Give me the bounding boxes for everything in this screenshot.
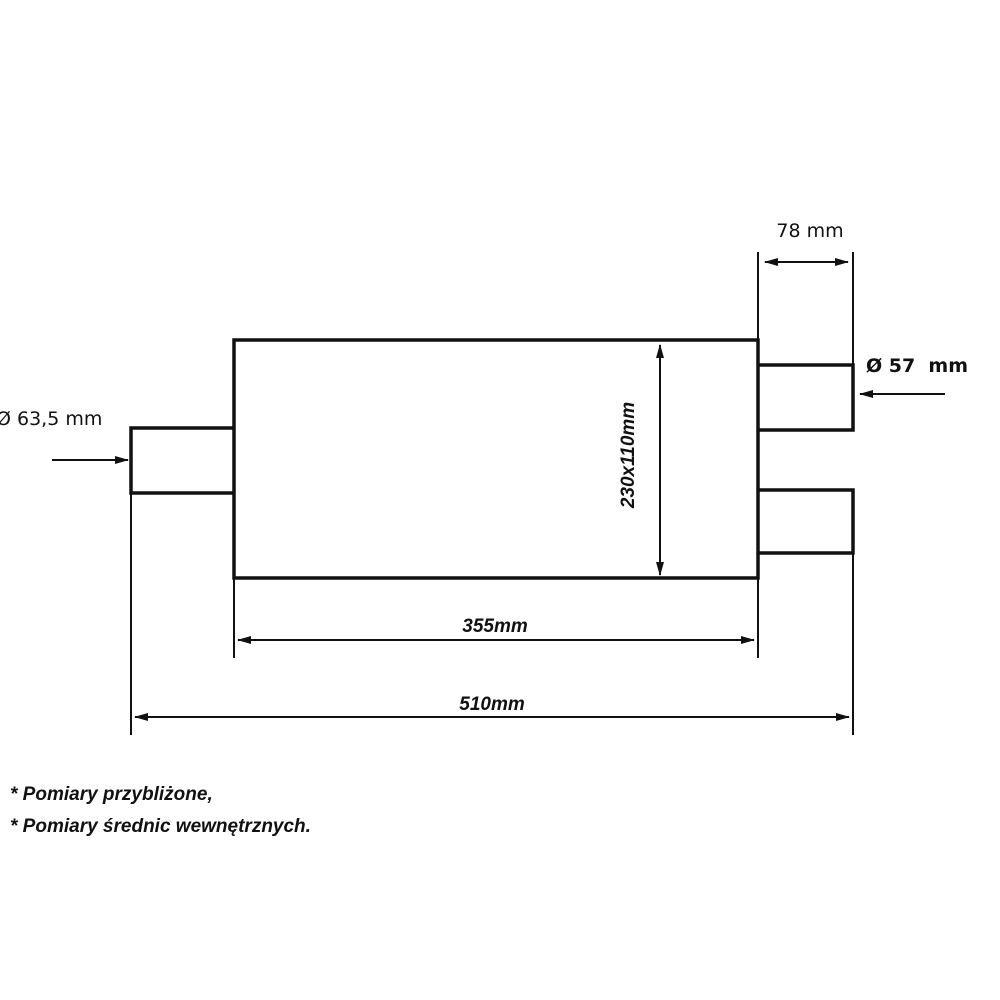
label-355mm: 355mm [462, 616, 528, 637]
outlet-pipe-top [758, 363, 855, 432]
label-510mm: 510mm [459, 694, 525, 715]
inlet-pipe [129, 426, 234, 495]
label-outlet-diameter: Ø 57 mm [866, 355, 968, 377]
outlet-pipe-bottom [758, 488, 855, 555]
label-78mm: 78 mm [776, 220, 843, 242]
note-approximate: * Pomiary przybliżone, [10, 784, 213, 805]
note-inner-diameters: * Pomiary średnic wewnętrznych. [10, 816, 311, 837]
muffler-body [232, 338, 760, 580]
label-inlet-diameter: Ø 63,5 mm [0, 408, 102, 430]
label-cross-section: 230x110mm [618, 402, 639, 509]
